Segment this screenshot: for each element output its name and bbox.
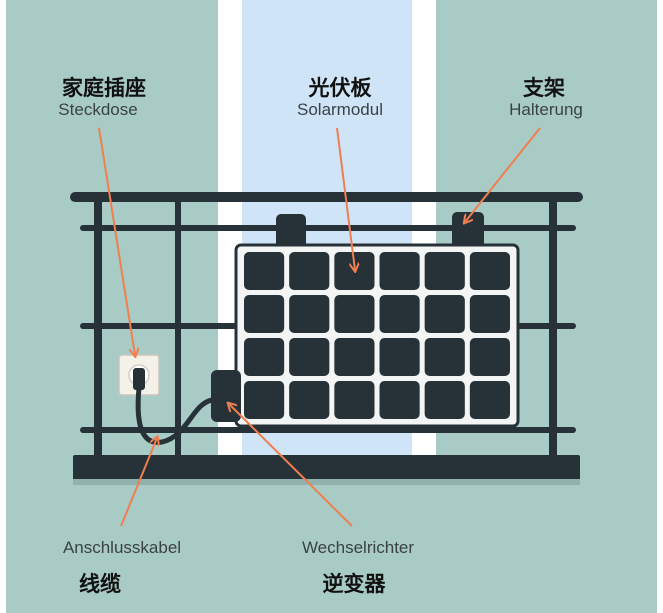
solar-panel-frame (234, 243, 520, 428)
socket-label-de: Steckdose (58, 100, 138, 119)
solar-cell (379, 338, 420, 376)
solar-panel-cells (244, 252, 510, 419)
plug (133, 368, 145, 390)
outer-frame-right (657, 0, 663, 613)
solar-cell (334, 381, 375, 419)
solar-cell (424, 338, 465, 376)
balcony-base-shadow (73, 479, 580, 485)
solar-cell (379, 381, 420, 419)
solar-cell (424, 381, 465, 419)
panel-label-zh: 光伏板 (308, 76, 372, 100)
solar-cell (289, 381, 330, 419)
solar-cell (469, 295, 510, 333)
solar-cell (469, 252, 510, 290)
solar-cell (334, 295, 375, 333)
solar-cell (379, 252, 420, 290)
solar-cell (244, 381, 285, 419)
bracket-left (276, 214, 306, 248)
solar-cell (469, 381, 510, 419)
solar-cell (334, 338, 375, 376)
inverter-box (211, 370, 241, 422)
socket-label-zh: 家庭插座 (62, 76, 146, 100)
solar-cell (424, 295, 465, 333)
arrow-inverter (229, 404, 353, 527)
solar-cell (289, 338, 330, 376)
solar-cell (244, 338, 285, 376)
solar-cell (244, 295, 285, 333)
outer-frame-left (0, 0, 6, 613)
connection-cable (135, 385, 215, 445)
arrow-bracket (465, 127, 541, 222)
solar-cell (289, 252, 330, 290)
bracket-right (452, 212, 484, 248)
cable-label-de: Anschlusskabel (62, 538, 182, 557)
balcony-railing (70, 192, 583, 459)
solar-cell (379, 295, 420, 333)
solar-cell (424, 252, 465, 290)
balcony-base (73, 455, 580, 482)
panel-label-de: Solarmodul (297, 100, 383, 119)
bracket-label-de: Halterung (509, 100, 583, 119)
arrow-panel (336, 127, 355, 270)
arrow-cable (120, 438, 157, 527)
inverter-label-de: Wechselrichter (301, 538, 415, 557)
inverter-label-zh: 逆变器 (322, 572, 386, 596)
solar-cell (244, 252, 285, 290)
solar-cell (289, 295, 330, 333)
cable-label-zh: 线缆 (79, 572, 121, 596)
bracket-label-zh: 支架 (523, 76, 565, 100)
arrow-socket (98, 127, 135, 355)
solar-cell (469, 338, 510, 376)
